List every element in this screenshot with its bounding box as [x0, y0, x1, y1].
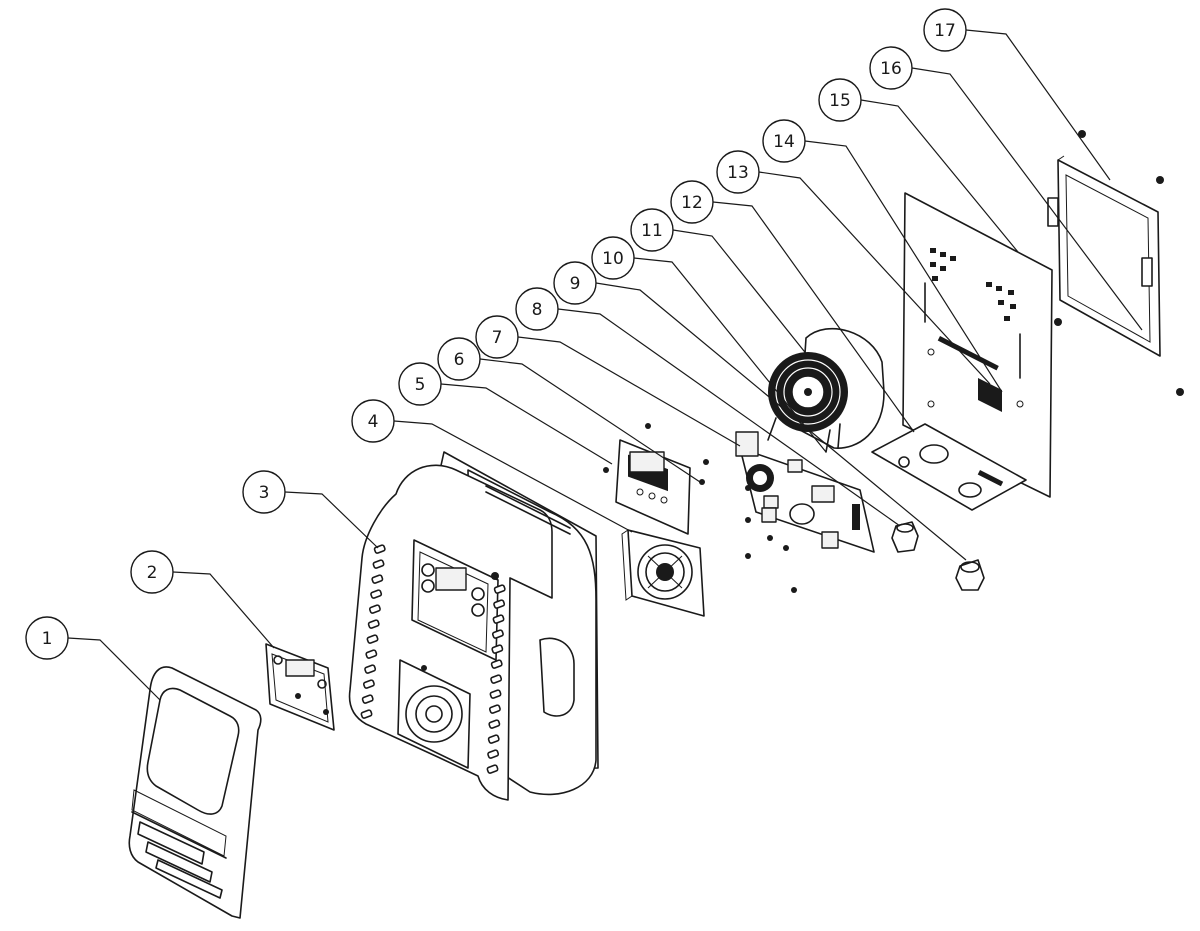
leader-line-14: [804, 140, 1003, 393]
leader-line-13: [758, 171, 991, 385]
callout-bubble-17: [923, 8, 967, 52]
callout-number-3: 3: [259, 483, 270, 503]
vent-slot: [365, 649, 378, 659]
callout-number-15: 15: [829, 91, 851, 111]
leader-line-10: [633, 257, 827, 453]
leader-line-12: [712, 201, 915, 433]
vent-slot: [491, 629, 504, 639]
callout-number-14: 14: [773, 132, 795, 152]
callout-number-11: 11: [641, 221, 663, 241]
vent-slot: [364, 664, 377, 674]
part-mounting-plate: [871, 192, 1053, 511]
vent-slot: [370, 589, 383, 599]
part-back-frame: [1047, 130, 1184, 396]
vent-slot: [371, 574, 384, 584]
leader-line-16: [911, 67, 1143, 331]
vent-slot: [487, 734, 500, 744]
callout-number-5: 5: [415, 375, 426, 395]
part-main-housing: [348, 451, 599, 801]
callout-bubble-2: [130, 550, 174, 594]
callout-number-12: 12: [681, 193, 703, 213]
callout-number-13: 13: [727, 163, 749, 183]
leader-line-11: [672, 229, 809, 357]
callout-number-10: 10: [602, 249, 624, 269]
callout-bubble-3: [242, 470, 286, 514]
leader-line-4: [393, 420, 633, 533]
leader-line-5: [440, 383, 613, 465]
callout-bubble-12: [670, 180, 714, 224]
vent-slot: [491, 644, 504, 654]
vent-slot: [360, 709, 373, 719]
vent-slot: [372, 559, 385, 569]
callout-number-16: 16: [880, 59, 902, 79]
callout-number-6: 6: [454, 350, 465, 370]
callout-bubble-15: [818, 78, 862, 122]
vent-slot: [367, 619, 380, 629]
callout-bubble-5: [398, 362, 442, 406]
leader-line-3: [284, 491, 379, 549]
callout-number-9: 9: [570, 274, 581, 294]
part-front-cover: [128, 666, 262, 919]
callout-bubble-7: [475, 315, 519, 359]
callout-bubble-6: [437, 337, 481, 381]
part-control-panel-overlay: [265, 643, 335, 731]
leader-lines: [67, 29, 1143, 701]
leader-line-8: [557, 308, 901, 527]
callout-number-7: 7: [492, 328, 503, 348]
vent-slot: [492, 614, 505, 624]
leader-line-15: [860, 99, 1019, 253]
vent-slot: [361, 694, 374, 704]
callout-number-8: 8: [532, 300, 543, 320]
leader-line-1: [67, 637, 161, 701]
part-cable-glands: [891, 521, 985, 591]
vent-slot: [490, 659, 503, 669]
part-display-board: [603, 423, 709, 535]
callout-bubble-1: [25, 616, 69, 660]
callout-bubble-13: [716, 150, 760, 194]
vent-slot: [487, 749, 500, 759]
leader-line-9: [595, 282, 967, 561]
vent-slot: [368, 604, 381, 614]
vent-slot: [488, 704, 501, 714]
part-cooling-fan: [621, 529, 705, 617]
callout-number-2: 2: [147, 563, 158, 583]
vent-slot: [493, 599, 506, 609]
part-toroidal-transformer: [767, 328, 885, 453]
leader-line-6: [479, 358, 701, 483]
vent-slot: [366, 634, 379, 644]
callout-bubble-4: [351, 399, 395, 443]
leader-line-2: [172, 571, 275, 649]
vent-slot: [493, 584, 506, 594]
leader-line-17: [965, 29, 1111, 181]
callout-bubble-14: [762, 119, 806, 163]
callout-bubble-10: [591, 236, 635, 280]
leader-line-7: [517, 336, 741, 447]
callout-number-1: 1: [42, 629, 53, 649]
vent-slot: [490, 674, 503, 684]
callout-bubble-11: [630, 208, 674, 252]
vent-slot: [489, 689, 502, 699]
vent-slot: [486, 764, 499, 774]
vent-slot: [362, 679, 375, 689]
callout-bubble-16: [869, 46, 913, 90]
part-power-board: [735, 431, 875, 593]
callout-bubble-8: [515, 287, 559, 331]
callout-number-4: 4: [368, 412, 379, 432]
vent-slot: [488, 719, 501, 729]
callout-number-17: 17: [934, 21, 956, 41]
callout-bubble-9: [553, 261, 597, 305]
